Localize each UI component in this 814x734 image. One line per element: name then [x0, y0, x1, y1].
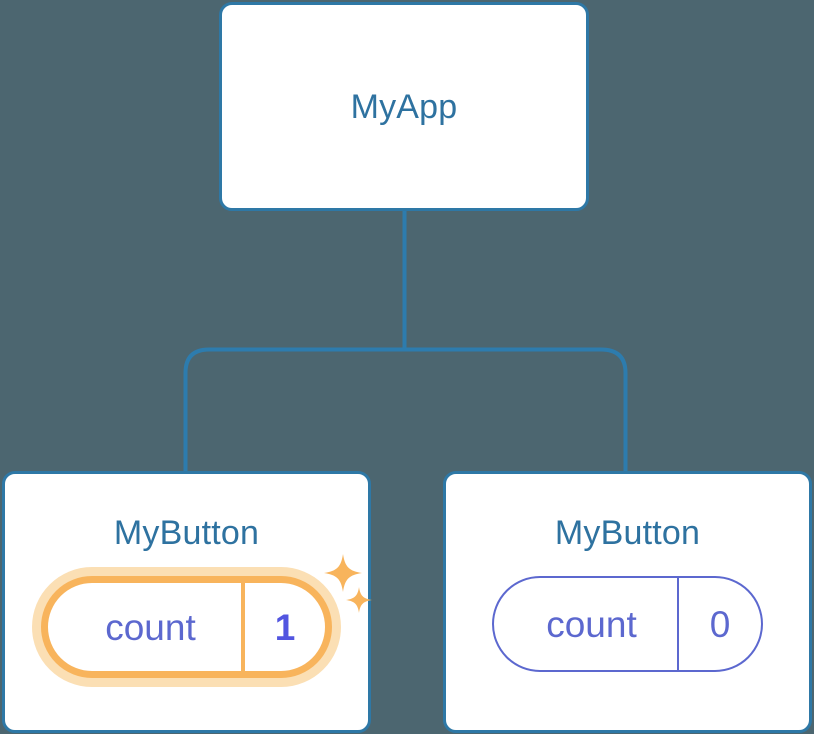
sparkle-icon [346, 587, 372, 613]
connector-branch-left [183, 347, 405, 471]
state-value-label: 0 [677, 578, 761, 670]
node-myapp[interactable]: MyApp [219, 2, 589, 211]
state-key-label: count [546, 603, 637, 645]
node-mybutton-left[interactable]: MyButton count 1 [2, 471, 372, 733]
state-key-label: count [105, 606, 196, 648]
connector-branch-right [404, 347, 628, 471]
node-mybutton-right[interactable]: MyButton count 0 [443, 471, 812, 733]
sparkle-icon [324, 554, 362, 592]
node-title-wrapper: MyButton [114, 516, 259, 550]
state-pill-wrapper: count 0 [492, 576, 763, 672]
node-title: MyButton [554, 514, 701, 552]
state-pill-wrapper: count 1 [41, 554, 372, 678]
node-title: MyApp [350, 87, 458, 126]
state-value-label: 1 [241, 583, 325, 671]
state-pill-highlighted[interactable]: count 1 [41, 576, 332, 678]
node-title-wrapper: MyButton [555, 516, 700, 550]
node-title: MyButton [113, 514, 260, 552]
state-pill[interactable]: count 0 [492, 576, 763, 672]
